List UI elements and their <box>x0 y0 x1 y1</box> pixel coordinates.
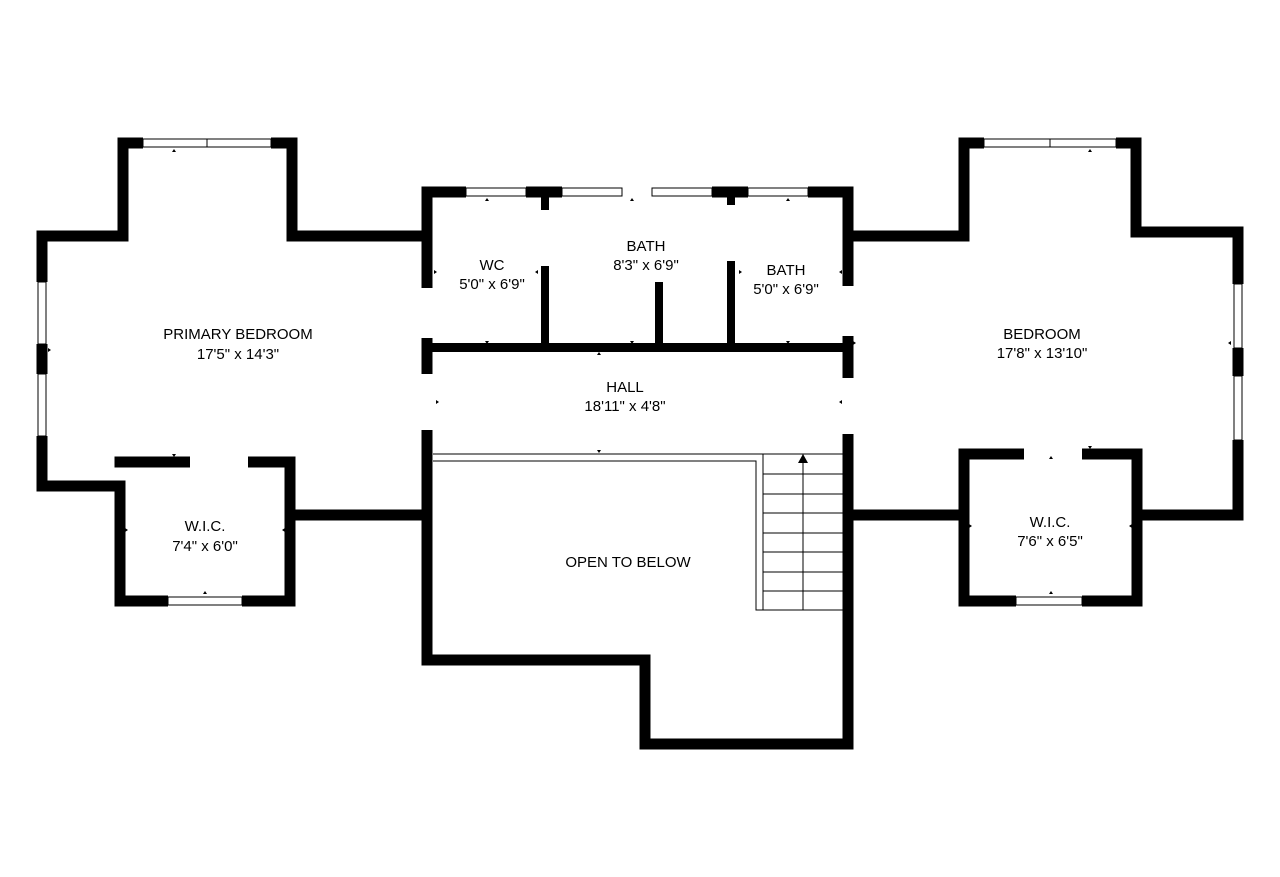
railing <box>433 453 763 611</box>
left-wic-door <box>190 456 248 468</box>
right-wic-door <box>1024 448 1082 460</box>
wc-bath-wall <box>541 192 549 348</box>
primary-bedroom-door <box>420 288 435 338</box>
room-dims: 5'0" x 6'9" <box>459 276 525 293</box>
room-name: W.I.C. <box>1030 514 1071 531</box>
room-name: W.I.C. <box>185 518 226 535</box>
room-name: HALL <box>606 379 644 396</box>
room-name: BATH <box>627 238 666 255</box>
windows <box>35 136 1245 607</box>
room-bath-right: BATH 5'0" x 6'9" <box>753 262 819 298</box>
hall-left-door <box>420 374 435 430</box>
room-dims: 7'4" x 6'0" <box>172 538 238 555</box>
hall-right-door <box>840 378 856 434</box>
room-name: BEDROOM <box>1003 326 1081 343</box>
bath-partition-wall <box>655 282 663 348</box>
room-dims: 7'6" x 6'5" <box>1017 533 1083 550</box>
staircase <box>762 453 844 611</box>
room-dims: 5'0" x 6'9" <box>753 281 819 298</box>
stair-direction-arrow-icon <box>798 454 808 463</box>
room-dims: 8'3" x 6'9" <box>613 257 679 274</box>
room-name: BATH <box>767 262 806 279</box>
room-dims: 17'8" x 13'10" <box>997 345 1088 362</box>
bath-bath-wall <box>727 192 735 348</box>
room-primary-bedroom: PRIMARY BEDROOM 17'5" x 14'3" <box>163 326 312 363</box>
dimension-markers <box>48 149 1231 594</box>
center-block-walls <box>421 186 854 242</box>
room-open-to-below: OPEN TO BELOW <box>565 554 691 571</box>
wc-bath-door <box>540 210 550 266</box>
hall-top-wall <box>427 343 848 352</box>
room-name: PRIMARY BEDROOM <box>163 326 312 343</box>
room-wic-left: W.I.C. 7'4" x 6'0" <box>172 518 238 555</box>
room-hall: HALL 18'11" x 4'8" <box>584 379 665 415</box>
open-to-below-walls <box>421 509 854 750</box>
bedroom-door <box>840 286 856 336</box>
room-wic-right: W.I.C. 7'6" x 6'5" <box>1017 514 1083 550</box>
room-bedroom: BEDROOM 17'8" x 13'10" <box>997 326 1088 362</box>
room-dims: 18'11" x 4'8" <box>584 398 665 415</box>
room-bath-center: BATH 8'3" x 6'9" <box>613 238 679 274</box>
room-dims: 17'5" x 14'3" <box>197 346 279 363</box>
room-name: OPEN TO BELOW <box>565 554 691 571</box>
room-wc: WC 5'0" x 6'9" <box>459 257 525 293</box>
bedroom-walls <box>842 137 1244 607</box>
primary-bedroom-walls <box>36 137 433 607</box>
room-name: WC <box>480 257 505 274</box>
bath-bath-door <box>726 205 736 261</box>
